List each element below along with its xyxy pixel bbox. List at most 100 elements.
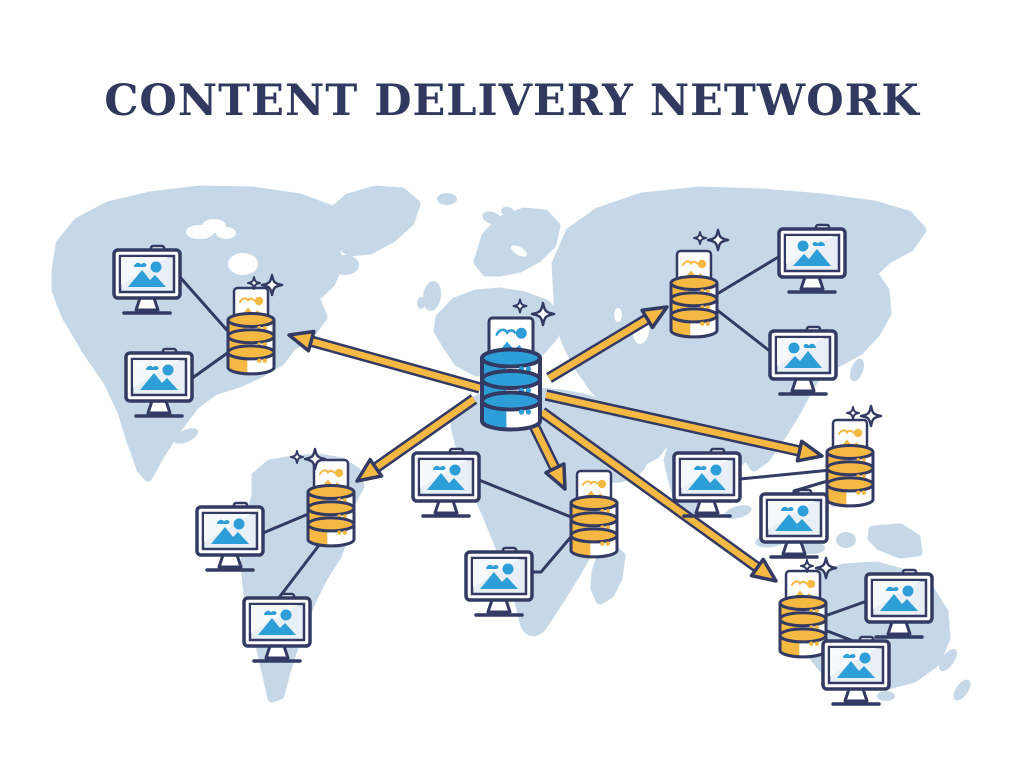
monitor-icon <box>768 325 838 396</box>
monitor-icon <box>759 488 829 559</box>
island-shape <box>422 281 442 311</box>
network-link <box>177 274 235 339</box>
monitor-icon <box>411 447 481 518</box>
cylinder-top <box>825 476 875 493</box>
monitor-stand <box>433 499 459 515</box>
origin-server-stack-icon <box>480 298 556 432</box>
cylinder-top <box>306 516 356 533</box>
cylinder-top <box>778 611 828 628</box>
server-led <box>257 358 262 363</box>
server-led <box>861 490 866 495</box>
cylinder-outline <box>669 313 719 339</box>
sun-icon <box>254 296 264 306</box>
image-placeholder-icon <box>480 563 518 589</box>
sparkle-icon <box>846 406 860 420</box>
sparkle-icon <box>512 298 528 314</box>
cylinder-top <box>306 484 356 500</box>
page-title: CONTENT DELIVERY NETWORK <box>104 76 920 126</box>
monitor-stand <box>781 540 807 556</box>
cylinder-outline <box>226 350 276 376</box>
sparkle-icon <box>800 559 814 573</box>
arrow-head <box>795 439 824 463</box>
cylinder-top <box>669 291 719 308</box>
cloud-icon <box>319 469 335 475</box>
cloud-icon <box>885 586 899 591</box>
island-shape <box>843 325 859 351</box>
arrow-head <box>749 557 778 583</box>
mountains-icon <box>427 473 465 490</box>
server-led <box>342 530 347 535</box>
network-link <box>276 534 328 601</box>
sun-icon <box>162 364 174 376</box>
image-placeholder-icon <box>784 342 822 368</box>
mountains-icon <box>480 572 518 589</box>
network-link <box>820 599 869 619</box>
sparkle-icon <box>706 228 730 252</box>
cloud-icon <box>239 297 255 303</box>
island-shape <box>724 505 752 519</box>
image-placeholder-icon <box>128 261 166 287</box>
image-placeholder-icon <box>793 240 831 266</box>
delivery-arrow <box>538 407 778 583</box>
network-link <box>477 478 578 521</box>
sparkle-icon <box>247 276 261 290</box>
network-links <box>177 254 869 649</box>
server-led <box>525 366 532 372</box>
image-placeholder-icon <box>427 464 465 490</box>
monitor-icon <box>777 223 847 294</box>
mountains-icon <box>211 527 249 544</box>
monitor-icon <box>672 447 742 518</box>
sparkle-icon <box>693 231 707 245</box>
cache-server-stack-icon <box>226 273 284 376</box>
server-led <box>337 530 342 535</box>
cylinder-top <box>226 312 276 328</box>
sun-icon <box>502 563 514 575</box>
cylinder-top <box>569 527 619 544</box>
mountains-icon <box>880 594 918 611</box>
cylinder-outline <box>480 399 542 432</box>
image-placeholder-icon <box>775 505 813 531</box>
cylinder-top <box>569 495 619 511</box>
monitor-icon <box>195 501 265 572</box>
mountains-icon <box>784 351 822 368</box>
water-cutout <box>216 227 236 239</box>
sun-icon <box>806 579 816 589</box>
sun-icon <box>233 518 245 530</box>
sun-icon <box>697 259 707 269</box>
mountains-icon <box>688 473 726 490</box>
monitor-icon <box>242 592 312 663</box>
island-shape <box>939 648 957 672</box>
image-placeholder-icon <box>688 464 726 490</box>
cloud-icon <box>838 429 854 435</box>
sun-icon <box>150 261 162 273</box>
cache-server-stack-icon <box>569 469 619 559</box>
cloud-icon <box>693 465 707 470</box>
island-shape <box>173 428 199 444</box>
sparkle-icon <box>303 447 327 471</box>
image-placeholder-icon <box>258 609 296 635</box>
cylinder-top <box>480 347 542 369</box>
continent-shape <box>867 523 923 559</box>
arrow-shaft <box>307 337 481 392</box>
server-led <box>600 541 605 546</box>
cylinder-top <box>569 511 619 528</box>
server-led <box>814 641 819 646</box>
delivery-arrow <box>546 305 669 383</box>
sun-icon <box>597 479 607 489</box>
monitor-stand <box>694 499 720 515</box>
server-led <box>525 387 532 394</box>
cylinder-top <box>480 369 542 390</box>
server-led <box>605 541 610 546</box>
monitor-stand <box>886 620 912 636</box>
monitor-stand <box>790 377 816 393</box>
water-cutout <box>228 253 258 275</box>
cylinder-top <box>669 275 719 291</box>
cloud-icon <box>216 519 230 524</box>
delivery-arrows <box>287 305 824 583</box>
sun-icon <box>449 464 461 476</box>
cylinder-top <box>778 595 828 611</box>
network-link <box>738 468 833 481</box>
sun-icon <box>334 468 344 478</box>
cylinder-outline <box>306 522 356 548</box>
arrow-shaft <box>545 391 804 455</box>
